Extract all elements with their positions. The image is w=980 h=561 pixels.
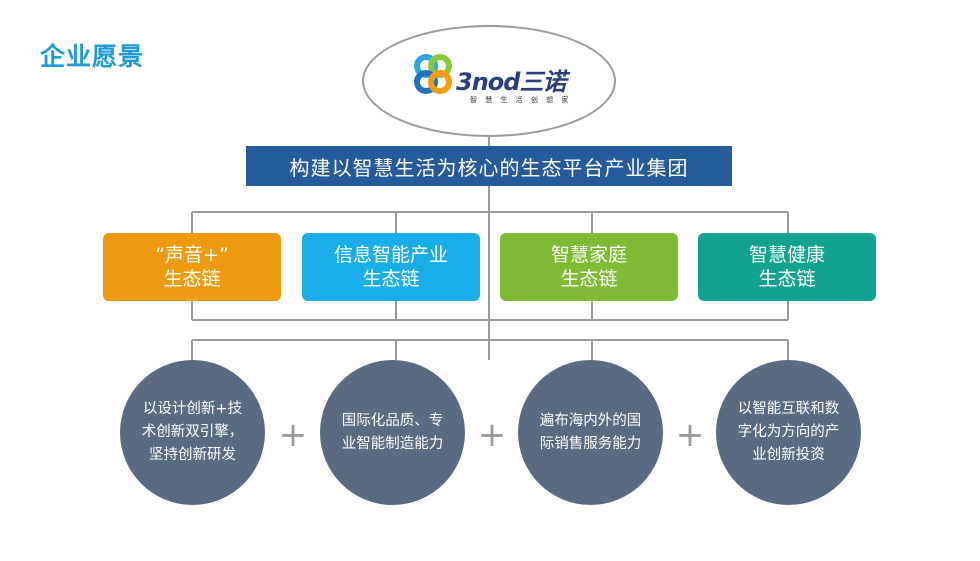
chain-title: 智慧家庭 [550, 244, 627, 266]
logo-mark-icon [414, 54, 452, 94]
pillar-circle-sales: 遍布海内外的国际销售服务能力 [518, 360, 663, 505]
logo-ellipse [362, 25, 616, 137]
chain-box-home: 智慧家庭 生态链 [500, 233, 678, 301]
chain-box-info: 信息智能产业 生态链 [302, 233, 480, 301]
chain-title: 智慧健康 [748, 244, 825, 266]
chain-box-health: 智慧健康 生态链 [698, 233, 876, 301]
chain-subtitle: 生态链 [560, 268, 618, 290]
pillar-circle-manufacturing: 国际化品质、专业智能制造能力 [320, 360, 465, 505]
logo-wordmark: 3nod三诺 [456, 68, 566, 96]
vision-banner: 构建以智慧生活为核心的生态平台产业集团 [246, 146, 732, 186]
pillar-circle-rnd: 以设计创新+技术创新双引擎，坚持创新研发 [120, 360, 265, 505]
plus-icon: + [675, 415, 705, 455]
company-logo: 3nod三诺 智 慧 生 活 创 想 家 [410, 47, 580, 117]
chain-box-sound: “声音+” 生态链 [103, 233, 281, 301]
logo-tagline: 智 慧 生 活 创 想 家 [470, 96, 572, 104]
page-title: 企业愿景 [40, 42, 145, 71]
chain-subtitle: 生态链 [362, 268, 420, 290]
pillar-circle-investment: 以智能互联和数字化为方向的产业创新投资 [716, 360, 861, 505]
chain-title: 信息智能产业 [333, 244, 448, 266]
plus-icon: + [278, 415, 308, 455]
chain-subtitle: 生态链 [758, 268, 816, 290]
chain-subtitle: 生态链 [163, 268, 221, 290]
plus-icon: + [477, 415, 507, 455]
chain-title: “声音+” [155, 244, 229, 266]
